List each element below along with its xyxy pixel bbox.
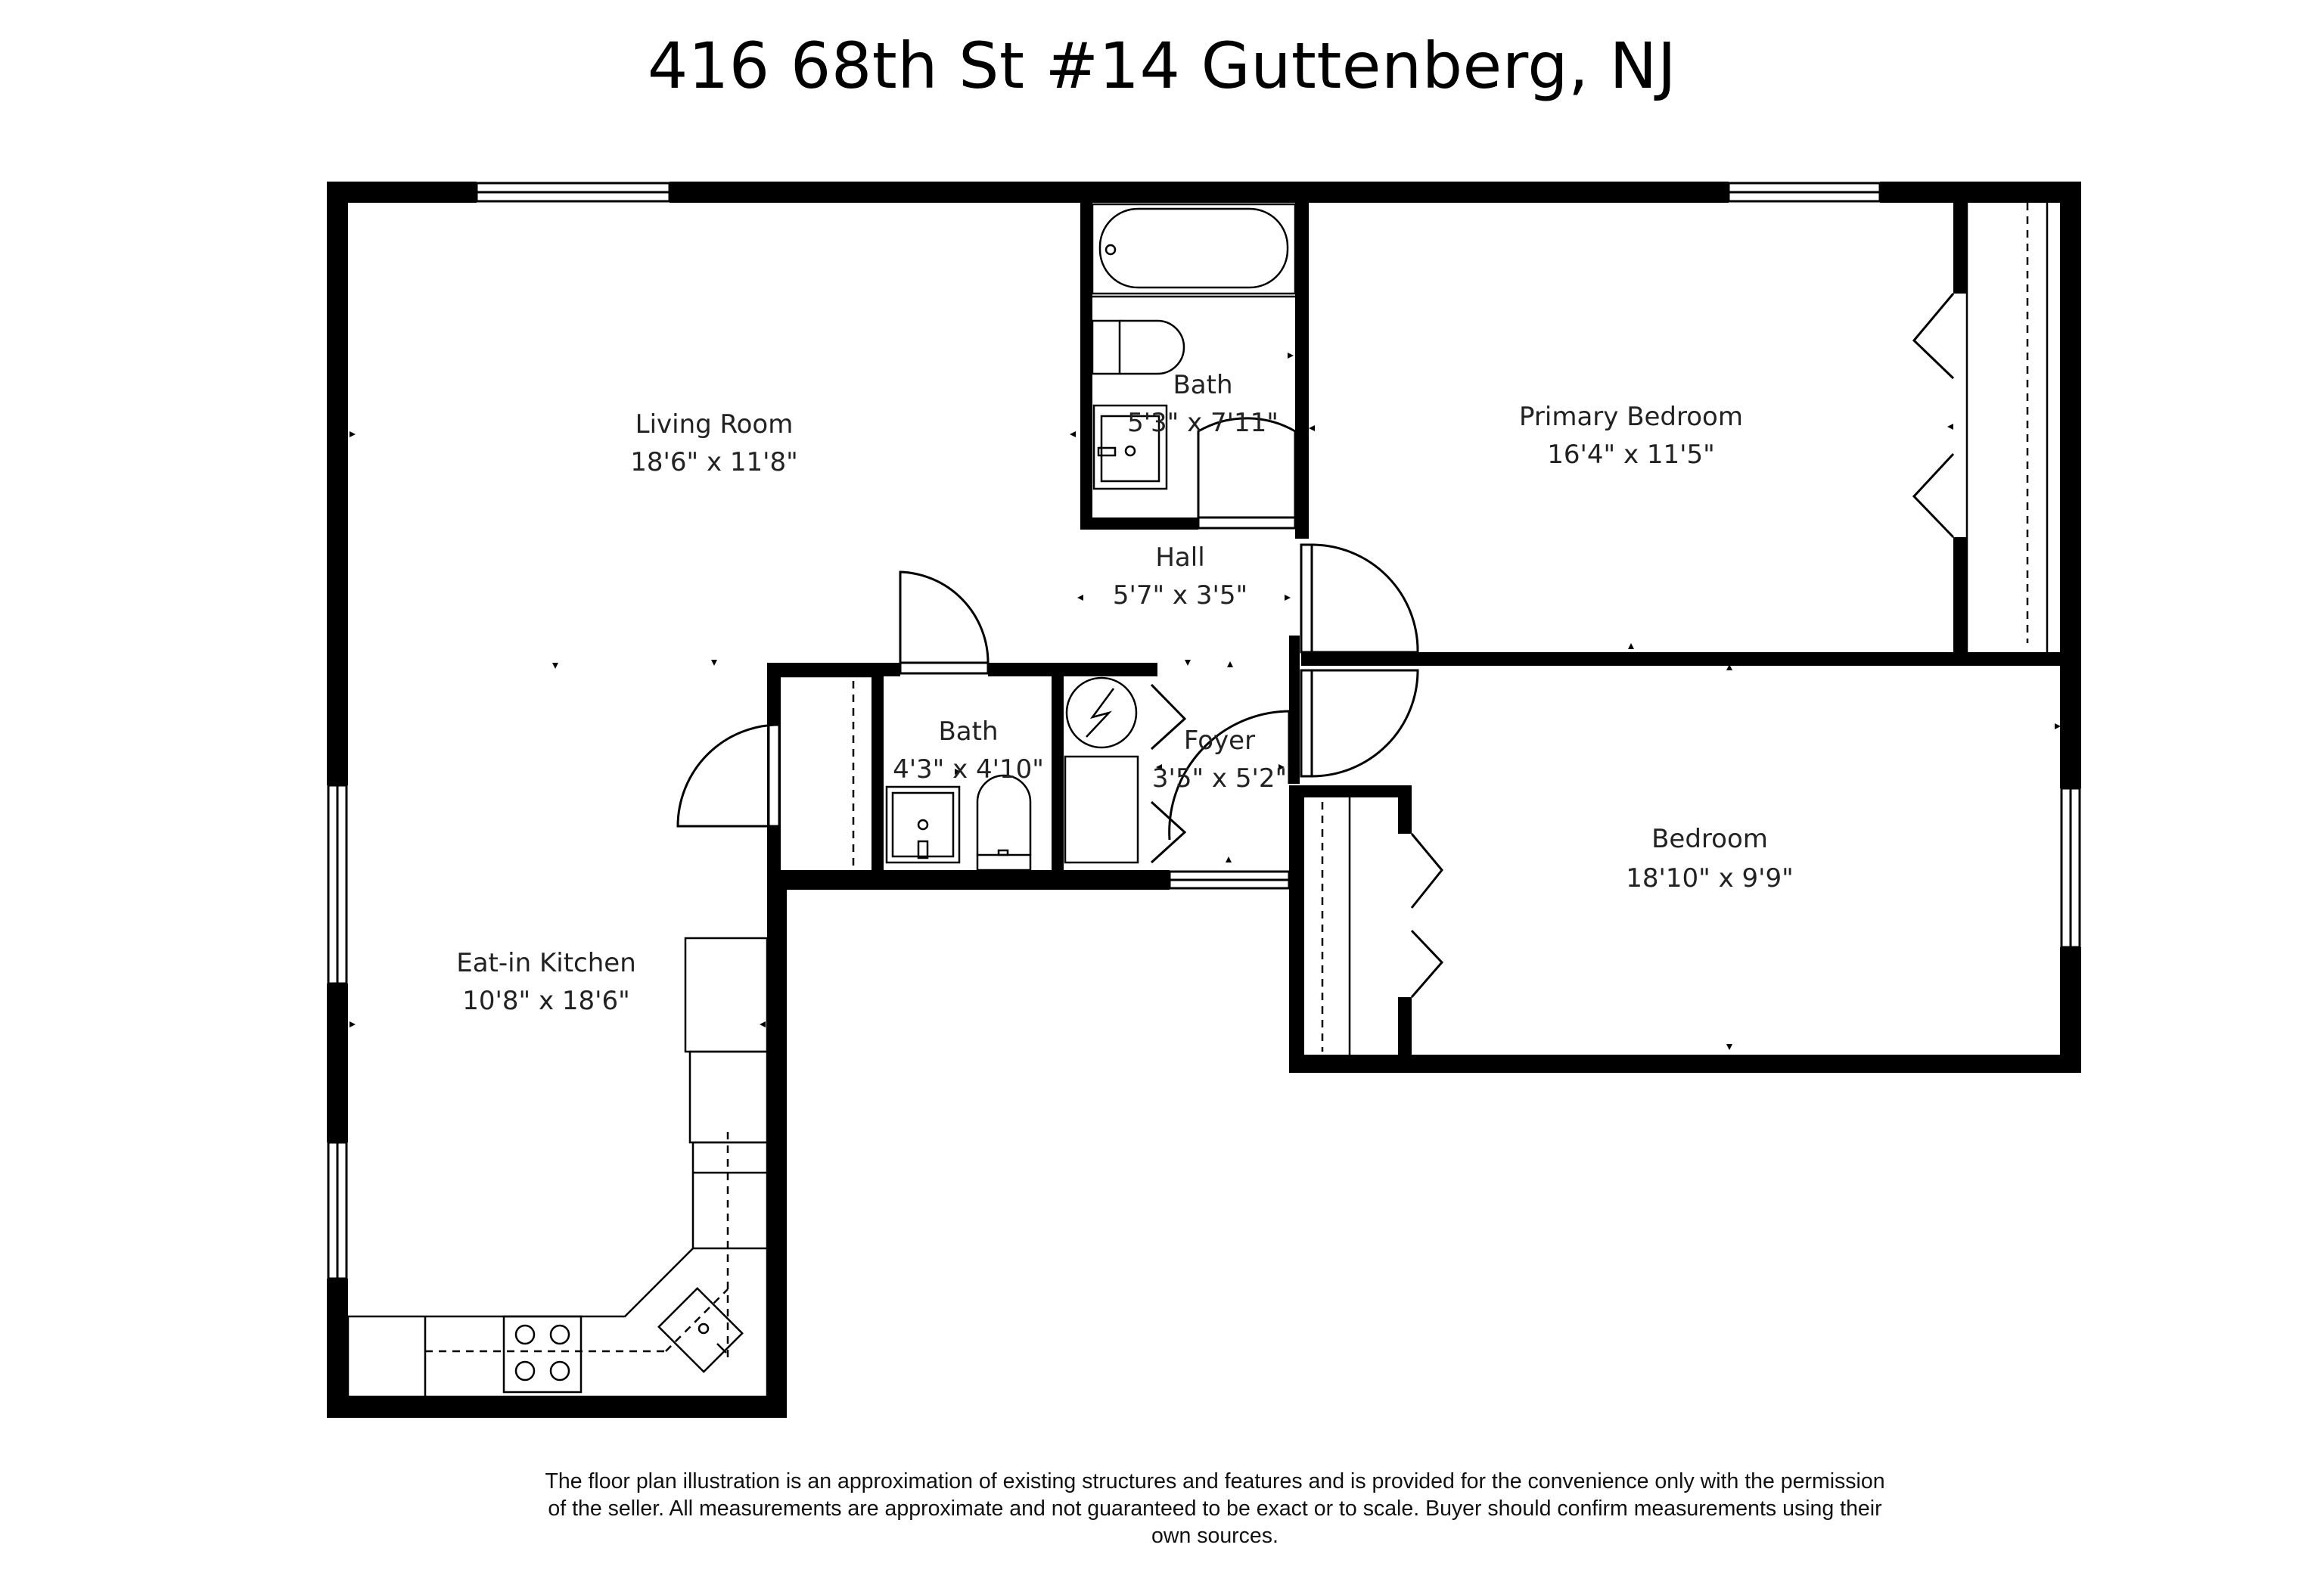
room-dims-primary-bedroom: 16'4" x 11'5" — [1547, 440, 1715, 470]
room-name-bath-2: Bath — [938, 716, 998, 747]
doors — [676, 293, 1955, 998]
page-title: 416 68th St #14 Guttenberg, NJ — [647, 29, 1677, 103]
room-name-bedroom: Bedroom — [1651, 824, 1768, 854]
walls — [327, 182, 2081, 1418]
windows — [327, 182, 2081, 1280]
fixtures — [346, 203, 2049, 1398]
room-labels: Living Room 18'6" x 11'8" Bath 5'3" x 7'… — [456, 370, 1794, 1016]
room-dims-bedroom: 18'10" x 9'9" — [1626, 863, 1794, 894]
marker-arrows — [350, 195, 2061, 1050]
room-dims-living-room: 18'6" x 11'8" — [630, 447, 798, 477]
room-dims-foyer: 3'5" x 5'2" — [1152, 763, 1287, 794]
room-dims-hall: 5'7" x 3'5" — [1113, 580, 1247, 611]
room-name-bath-1: Bath — [1173, 370, 1232, 400]
room-dims-eat-in-kitchen: 10'8" x 18'6" — [462, 986, 630, 1016]
room-dims-bath-1: 5'3" x 7'11" — [1127, 408, 1279, 438]
room-name-primary-bedroom: Primary Bedroom — [1519, 402, 1743, 432]
room-name-eat-in-kitchen: Eat-in Kitchen — [456, 948, 636, 978]
room-name-hall: Hall — [1155, 542, 1204, 573]
room-name-foyer: Foyer — [1184, 726, 1255, 756]
room-name-living-room: Living Room — [635, 409, 794, 440]
room-dims-bath-2: 4'3" x 4'10" — [893, 754, 1044, 785]
disclaimer-text: The floor plan illustration is an approx… — [545, 1469, 1885, 1548]
